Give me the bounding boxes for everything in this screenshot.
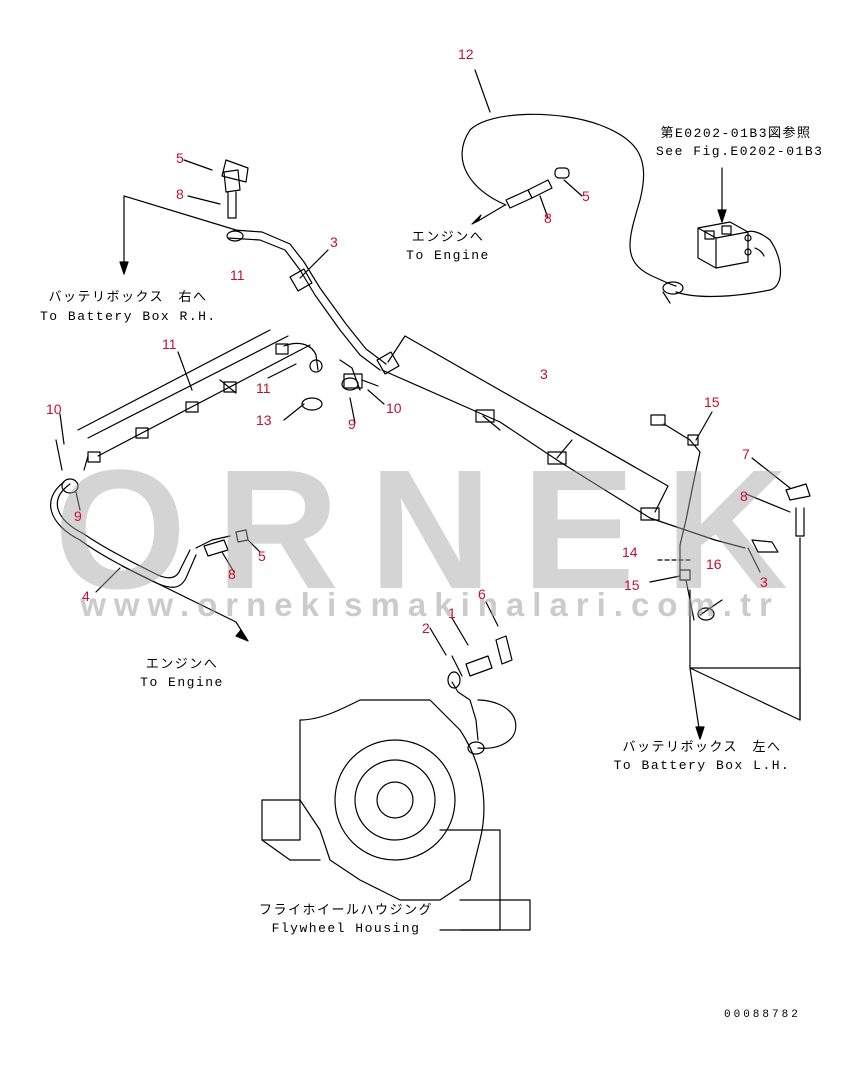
to-engine-bottom-en: To Engine [140,675,224,690]
flywheel-housing [261,635,531,931]
fig-ref-jp: 第E0202-01B3図参照 [660,126,812,141]
callout-8: 8 [740,488,748,504]
callout-11: 11 [256,380,271,396]
clamp-9-10 [339,359,379,391]
callout-6: 6 [478,586,486,602]
callout-10: 10 [386,400,402,416]
callout-15: 15 [704,394,720,410]
callout-8: 8 [228,566,236,582]
callout-4: 4 [82,588,90,604]
clamp-row-11 [77,329,323,463]
to-engine-top-jp: エンジンへ [411,230,485,245]
to-battery-rh-en: To Battery Box R.H. [40,309,217,324]
callout-5: 5 [176,150,184,166]
callout-14: 14 [622,544,638,560]
callout-5: 5 [582,188,590,204]
callout-13: 13 [256,412,272,428]
callout-2: 2 [422,620,430,636]
callout-3: 3 [540,366,548,382]
callout-8: 8 [176,186,184,202]
callout-7: 7 [742,446,750,462]
wire-15-16 [650,414,715,621]
to-battery-lh-en: To Battery Box L.H. [613,758,791,773]
main-cable-3 [221,159,811,553]
to-battery-lh-jp: バッテリボックス 左へ [622,740,782,755]
to-engine-bottom-jp: エンジンへ [145,657,219,672]
cable-12 [461,113,782,304]
callout-11: 11 [162,336,177,352]
callout-1: 1 [448,605,456,621]
fig-ref-en: See Fig.E0202-01B3 [656,144,824,159]
to-battery-rh-jp: バッテリボックス 右へ [48,290,208,305]
callout-15: 15 [624,577,640,593]
callout-12: 12 [458,46,474,62]
flywheel-housing-en: Flywheel Housing [271,921,421,936]
callout-8: 8 [544,210,552,226]
to-engine-top-en: To Engine [406,248,490,263]
callout-10: 10 [46,401,62,417]
callout-5: 5 [258,548,266,564]
callout-9: 9 [348,416,356,432]
callout-16: 16 [706,556,722,572]
callout-11: 11 [230,267,245,283]
callout-3: 3 [760,574,768,590]
callout-9: 9 [74,508,82,524]
callout-3: 3 [330,234,338,250]
document-number: 00088782 [724,1009,801,1021]
flywheel-housing-jp: フライホイールハウジング [258,903,433,918]
